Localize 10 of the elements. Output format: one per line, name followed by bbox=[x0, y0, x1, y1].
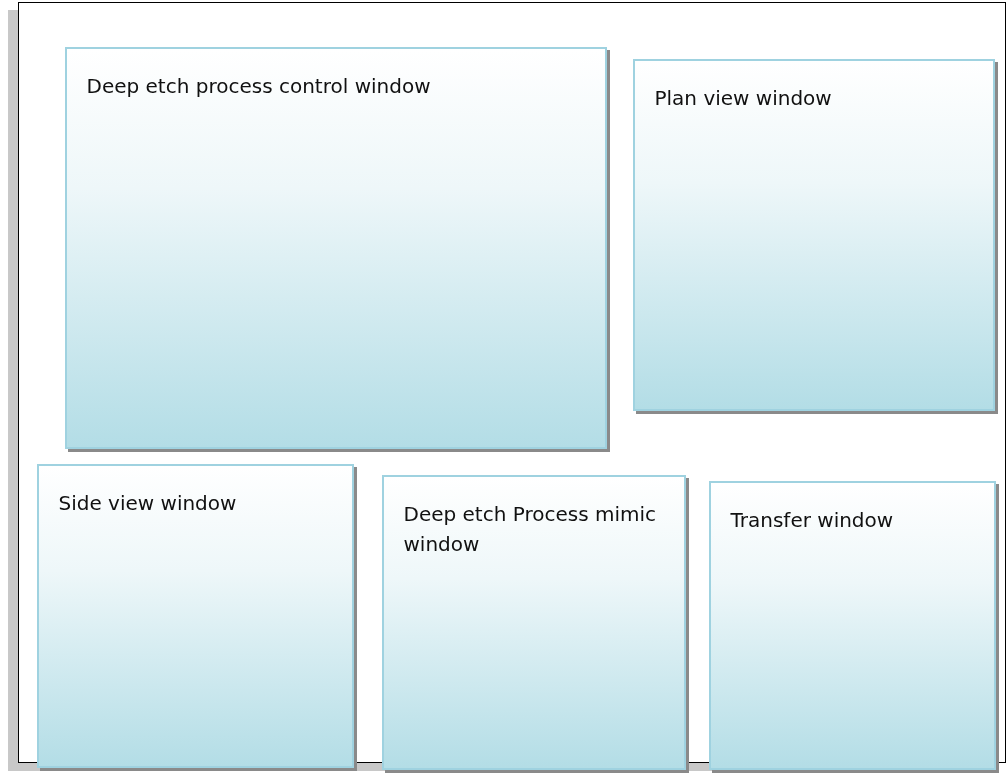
window-panel bbox=[36, 463, 354, 768]
window-title: Deep etch process control window bbox=[86, 72, 432, 100]
window-panel bbox=[381, 474, 686, 770]
window-panel bbox=[632, 58, 995, 411]
window-title: Deep etch Process mimic window bbox=[403, 500, 658, 558]
window-title: Plan view window bbox=[654, 84, 833, 112]
window-panel bbox=[64, 46, 607, 449]
window-title: Side view window bbox=[58, 489, 238, 517]
window-panel bbox=[708, 480, 996, 770]
window-title: Transfer window bbox=[730, 506, 895, 534]
